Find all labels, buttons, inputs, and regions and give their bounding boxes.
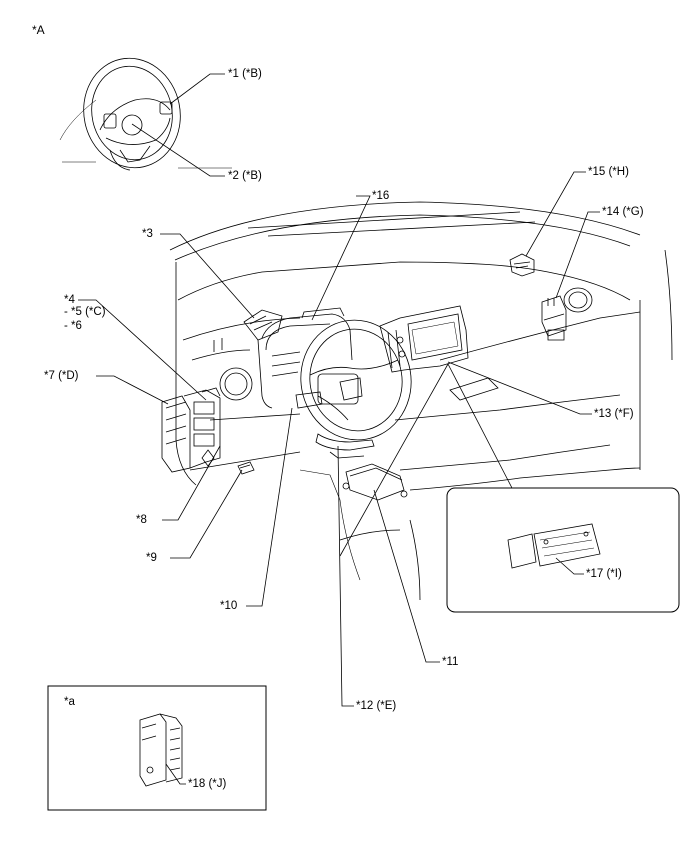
callout-17: *17 (*I)	[586, 568, 622, 580]
callout-18: *18 (*J)	[188, 778, 227, 790]
callout-5: - *5 (*C)	[64, 306, 106, 318]
dash-steering-wheel	[295, 319, 412, 441]
steering-wheel-detail	[59, 57, 232, 171]
figure-label: *A	[32, 23, 45, 37]
callout-9: *9	[146, 552, 157, 564]
part-14	[541, 295, 567, 337]
callout-6: - *6	[64, 320, 82, 332]
callout-16: *16	[372, 190, 390, 202]
part-13-display	[379, 305, 469, 373]
dashboard-outline	[169, 201, 673, 601]
callout-10: *10	[220, 600, 238, 612]
callout-2: *2 (*B)	[228, 170, 262, 182]
callout-14: *14 (*G)	[602, 206, 644, 218]
part-3	[243, 309, 283, 341]
callout-11: *11	[442, 656, 459, 668]
inset-box-17	[446, 487, 680, 613]
part-11	[342, 463, 408, 501]
meter-cluster	[257, 307, 353, 409]
part-12	[315, 433, 375, 459]
part-18	[139, 713, 183, 787]
inset-label: *a	[64, 696, 75, 708]
callout-7: *7 (*D)	[44, 370, 79, 382]
part-15	[509, 253, 535, 277]
part-17-audio-unit	[507, 523, 601, 569]
callout-15: *15 (*H)	[588, 166, 629, 178]
callout-3: *3	[142, 228, 153, 240]
inset-box-a	[47, 685, 267, 811]
callout-8: *8	[136, 514, 147, 526]
callout-13: *13 (*F)	[594, 408, 634, 420]
callout-12: *12 (*E)	[356, 700, 397, 712]
callout-1: *1 (*B)	[228, 68, 262, 80]
leader-lines	[78, 73, 600, 785]
part-7-junction-block	[161, 387, 221, 473]
part-9	[237, 461, 255, 475]
callout-4: *4	[64, 294, 75, 306]
